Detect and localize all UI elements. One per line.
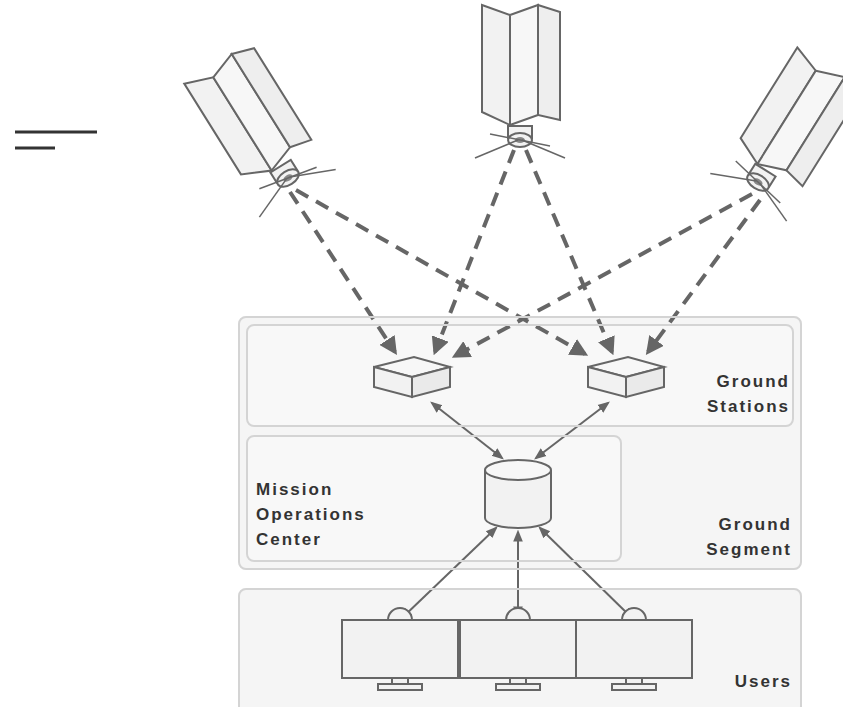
band-fill: [238, 316, 802, 570]
band-fill: [238, 588, 802, 707]
band-label: Mission Operations Center: [256, 477, 406, 552]
band-fill: [246, 324, 794, 427]
band-label: Users: [735, 669, 792, 694]
band-label: Ground Segment: [662, 512, 792, 562]
band-label: Ground Stations: [660, 369, 790, 419]
ground-stations-band: Ground Stations: [246, 324, 794, 427]
users-band: Users: [238, 588, 802, 707]
ground-segment-band: Ground Segment Ground StationsMission Ope…: [238, 316, 802, 570]
operations-center-band: Mission Operations Center: [246, 435, 622, 562]
band-fill: [246, 435, 622, 562]
